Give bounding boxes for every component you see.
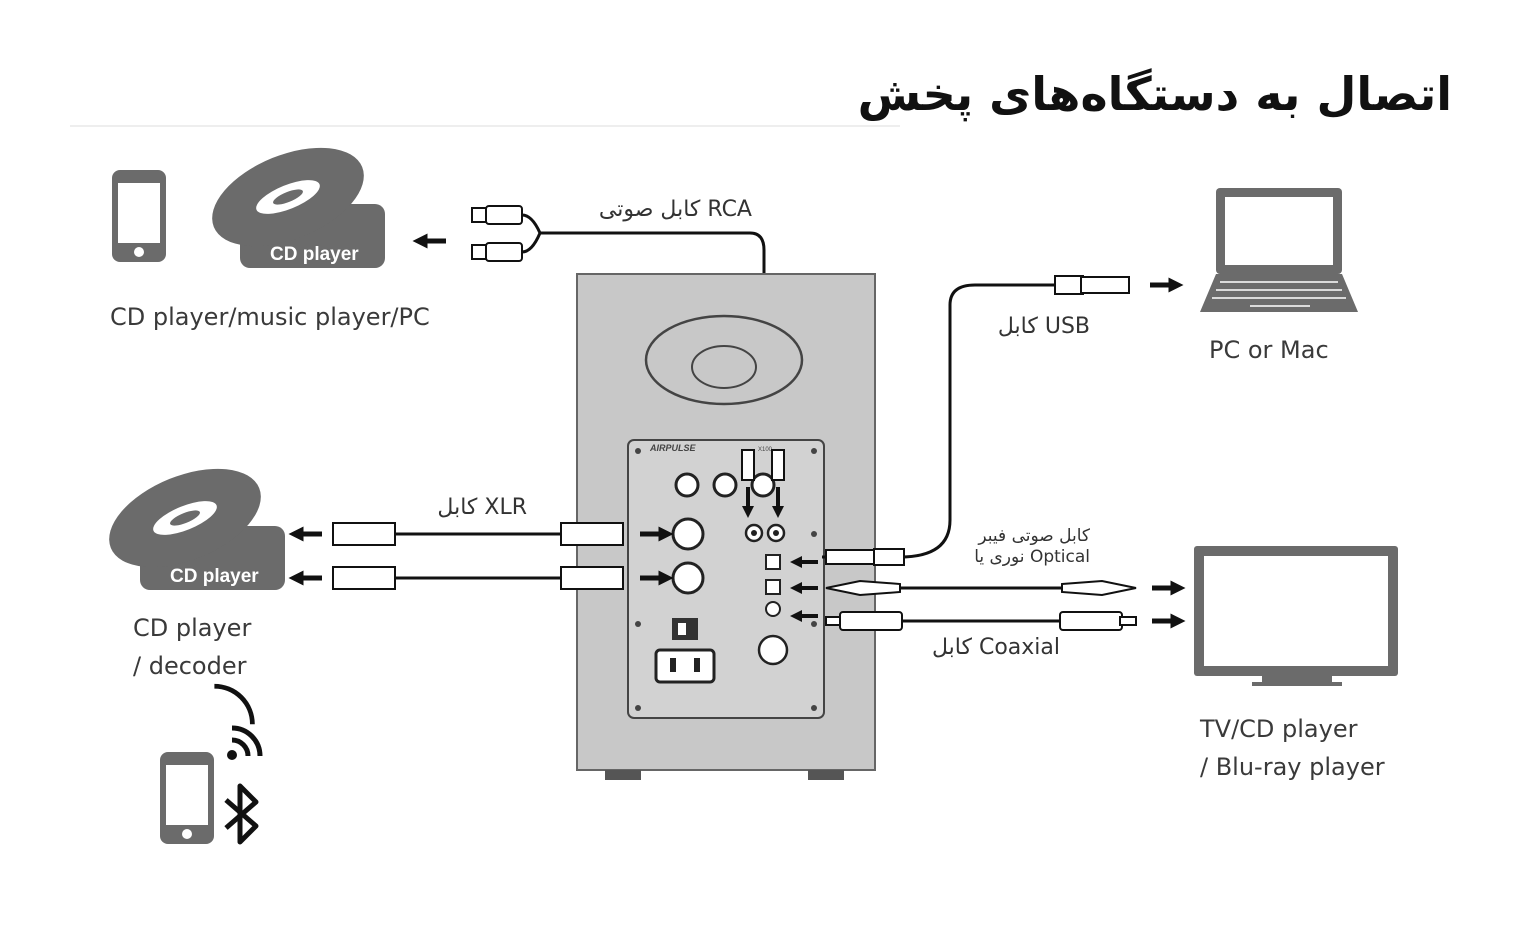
mid-left-label-line1: CD player <box>133 614 251 642</box>
optical-cable-label-line2: نوری یا Optical <box>974 547 1090 567</box>
coaxial-cable <box>825 611 1137 631</box>
tv-label-line2: / Blu-ray player <box>1200 753 1385 781</box>
cd-badge-text: CD player <box>270 244 359 265</box>
rca-cable-label: کابل صوتی RCA <box>599 197 752 222</box>
smartphone-icon <box>160 752 214 844</box>
optical-cable <box>825 579 1137 597</box>
smartphone-icon <box>112 170 166 262</box>
tv-label-line1: TV/CD player <box>1199 715 1358 743</box>
optical-cable-label-line1: کابل صوتی فیبر <box>977 526 1090 546</box>
tv-icon <box>1194 546 1398 686</box>
top-left-device-label: CD player/music player/PC <box>110 303 430 331</box>
bluetooth-icon <box>224 783 259 845</box>
xlr-cable-label: کابل XLR <box>437 495 527 520</box>
page-title: اتصال به دستگاه‌های پخش <box>858 67 1452 122</box>
usb-cable-label: کابل USB <box>998 314 1090 339</box>
model-label: X100 <box>758 447 773 453</box>
laptop-icon <box>1200 188 1358 312</box>
usb-cable <box>822 275 1130 566</box>
pc-label: PC or Mac <box>1209 336 1329 364</box>
xlr-cable <box>332 522 624 590</box>
cd-badge-text-2: CD player <box>170 566 259 587</box>
mid-left-label-line2: / decoder <box>133 652 247 680</box>
rear-panel: AIRPULSE X100 <box>627 439 825 719</box>
wifi-icon <box>214 683 263 760</box>
coaxial-cable-label: کابل Coaxial <box>932 635 1060 660</box>
brand-label: AIRPULSE <box>649 443 697 453</box>
cd-disc-icon: CD player <box>212 147 385 268</box>
cd-disc-icon: CD player <box>109 468 285 590</box>
